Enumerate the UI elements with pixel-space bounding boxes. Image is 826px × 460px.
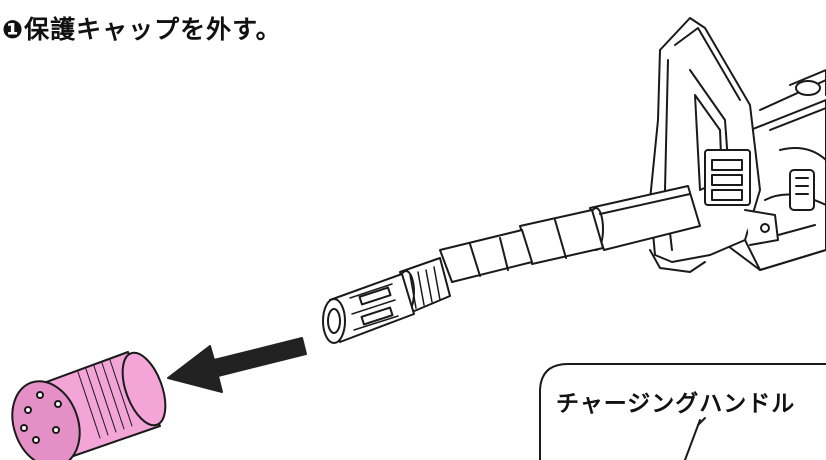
callout-label-area: チャージングハンドル <box>540 372 826 460</box>
flash-hider <box>322 257 451 344</box>
protective-cap <box>11 351 167 460</box>
callout-box <box>539 363 826 460</box>
removal-arrow <box>167 337 307 393</box>
step-title: ❶保護キャップを外す。 <box>2 15 282 44</box>
charging-handle-label: チャージングハンドル <box>556 391 796 417</box>
barrel <box>439 185 701 283</box>
